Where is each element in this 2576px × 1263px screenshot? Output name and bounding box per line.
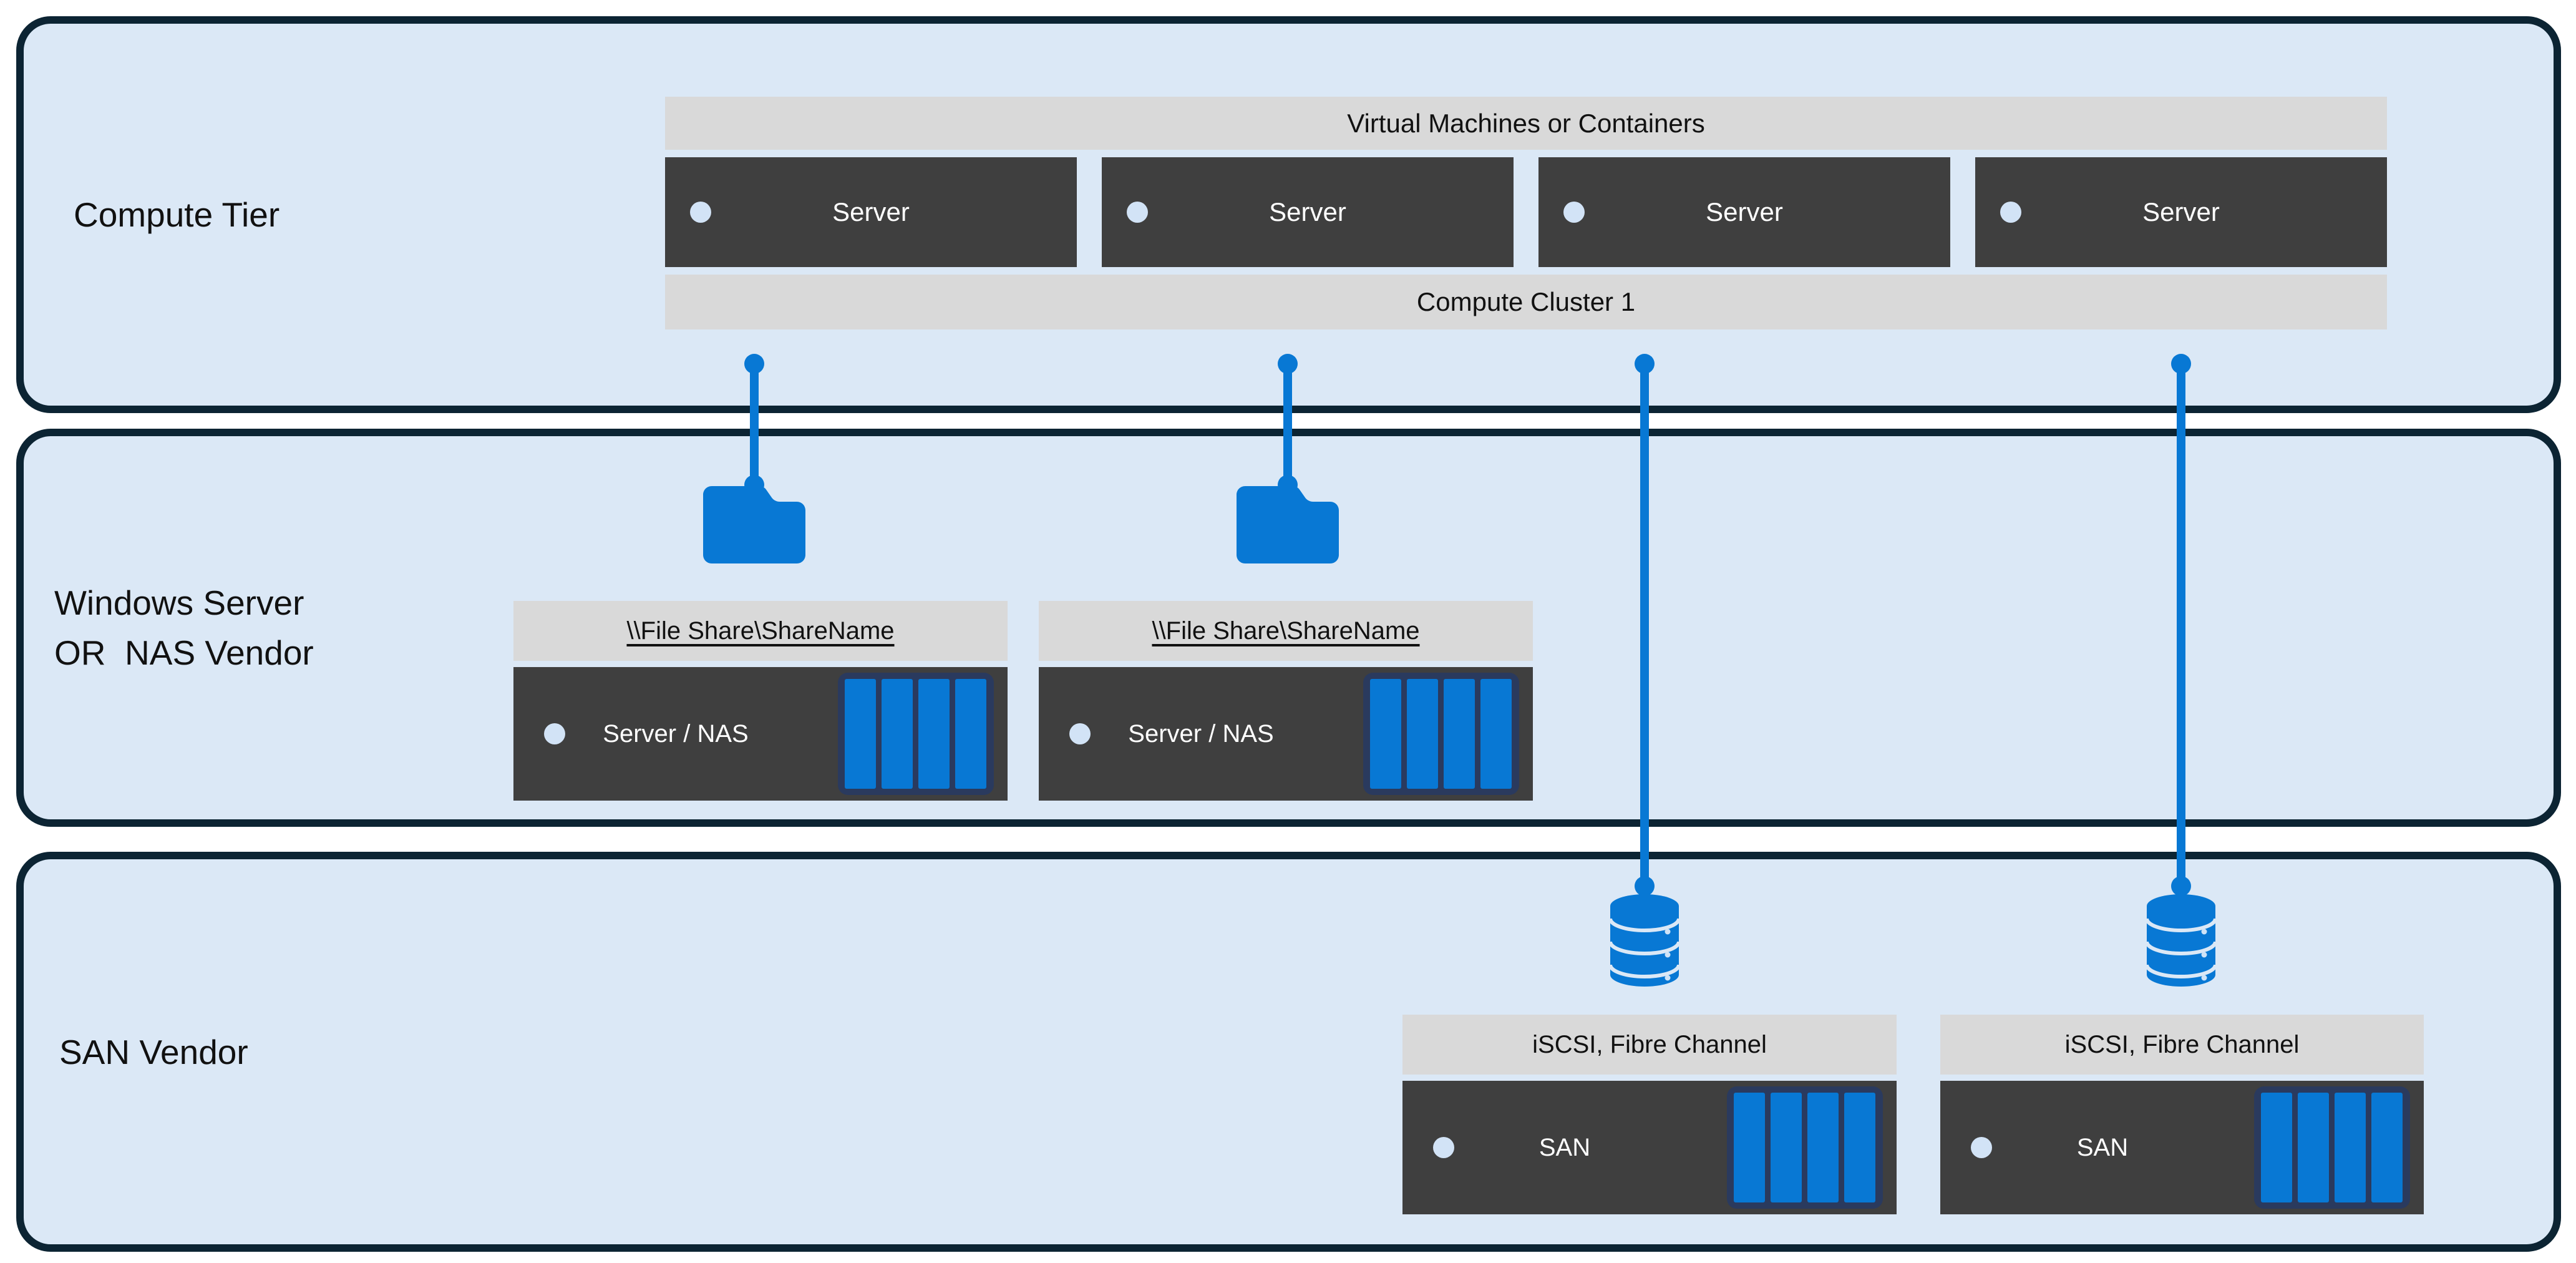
compute-cluster-bar-text: Compute Cluster 1 (1416, 287, 1636, 316)
san-protocol-header: iSCSI, Fibre Channel (1402, 1015, 1897, 1075)
disk-array-icon (838, 673, 994, 795)
server-label: Server (2142, 197, 2220, 227)
connector-line (1640, 364, 1649, 886)
server-box-1: Server (665, 157, 1077, 267)
san-label: SAN (1538, 1133, 1591, 1161)
server-bullet-icon (1433, 1137, 1454, 1158)
compute-cluster-bar: Compute Cluster 1 (665, 275, 2387, 329)
san-tier-label: SAN Vendor (59, 852, 248, 1252)
database-icon (2146, 894, 2216, 987)
vm-containers-bar: Virtual Machines or Containers (665, 97, 2387, 150)
connector-line (2177, 364, 2185, 886)
database-icon (1610, 894, 1679, 987)
vm-containers-bar-text: Virtual Machines or Containers (1347, 108, 1705, 138)
connector-endpoint-dot (1635, 876, 1655, 896)
file-share-path-header: \\File Share\ShareName (513, 601, 1008, 661)
nas-tier-label-line2: OR NAS Vendor (54, 633, 314, 672)
san-protocol-text: iSCSI, Fibre Channel (1532, 1030, 1767, 1058)
san-tier-label-text: SAN Vendor (59, 1032, 248, 1071)
san-box-1: SAN (1402, 1081, 1897, 1214)
server-nas-label: Server / NAS (1128, 719, 1274, 748)
server-bullet-icon (1971, 1137, 1992, 1158)
server-label: Server (832, 197, 910, 227)
server-nas-label: Server / NAS (603, 719, 749, 748)
san-protocol-header: iSCSI, Fibre Channel (1940, 1015, 2424, 1075)
server-bullet-icon (690, 202, 711, 223)
server-box-4: Server (1975, 157, 2387, 267)
nas-tier-label-line1: Windows Server (54, 583, 304, 622)
server-bullet-icon (2000, 202, 2021, 223)
file-share-path-header: \\File Share\ShareName (1039, 601, 1533, 661)
connector-line (750, 364, 759, 485)
server-label: Server (1269, 197, 1346, 227)
disk-array-icon (1727, 1086, 1883, 1209)
server-label: Server (1706, 197, 1783, 227)
server-bullet-icon (1069, 723, 1091, 744)
server-nas-box-2: Server / NAS (1039, 667, 1533, 801)
san-label: SAN (2076, 1133, 2129, 1161)
folder-icon (703, 486, 805, 563)
file-share-path-text: \\File Share\ShareName (1152, 617, 1420, 645)
disk-array-icon (1363, 673, 1519, 795)
server-bullet-icon (1563, 202, 1585, 223)
nas-tier-label: Windows Server OR NAS Vendor (54, 429, 314, 827)
server-bullet-icon (1127, 202, 1148, 223)
server-box-3: Server (1538, 157, 1950, 267)
folder-icon (1237, 486, 1339, 563)
san-box-2: SAN (1940, 1081, 2424, 1214)
server-box-2: Server (1102, 157, 1514, 267)
file-share-path-text: \\File Share\ShareName (626, 617, 895, 645)
connector-endpoint-dot (2171, 876, 2191, 896)
server-bullet-icon (544, 723, 565, 744)
compute-tier-label: Compute Tier (74, 16, 279, 413)
server-nas-box-1: Server / NAS (513, 667, 1008, 801)
disk-array-icon (2254, 1086, 2410, 1209)
san-protocol-text: iSCSI, Fibre Channel (2064, 1030, 2300, 1058)
compute-tier-label-text: Compute Tier (74, 195, 280, 234)
connector-line (1283, 364, 1292, 485)
